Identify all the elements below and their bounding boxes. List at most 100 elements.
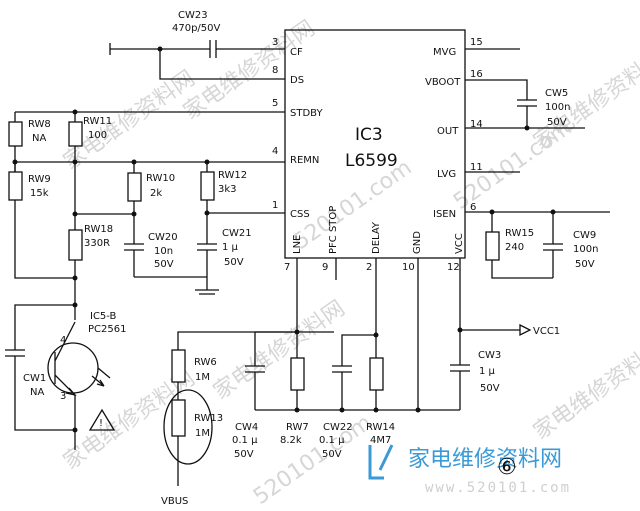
rw12-value: 3k3 bbox=[218, 184, 237, 195]
cw4-voltage: 50V bbox=[234, 449, 254, 460]
watermark-text: 520101.com bbox=[249, 410, 376, 510]
rw11-ref: RW11 bbox=[83, 116, 112, 127]
pin-name-gnd: GND bbox=[412, 231, 423, 254]
pin-number: 4 bbox=[272, 146, 278, 157]
vcc1-label: VCC1 bbox=[533, 326, 560, 337]
rw11-value: 100 bbox=[88, 130, 107, 141]
pin-name-stdby: STDBY bbox=[290, 108, 323, 119]
cw4-value: 0.1 μ bbox=[232, 435, 258, 446]
rw12-resistor bbox=[200, 171, 215, 201]
pin-number: 8 bbox=[272, 65, 278, 76]
ic5-transistor bbox=[54, 321, 76, 430]
pin-number: 3 bbox=[272, 37, 278, 48]
cw20-value: 10n bbox=[154, 246, 173, 257]
cw23-ref: CW23 bbox=[178, 10, 208, 21]
cw23-value: 470p/50V bbox=[172, 23, 221, 34]
cw5-ref: CW5 bbox=[545, 88, 568, 99]
pin-name-lne: LNE bbox=[292, 235, 303, 254]
pin-number: 16 bbox=[470, 69, 483, 80]
cw1-value: NA bbox=[30, 387, 44, 398]
cw5-capacitor bbox=[465, 79, 537, 128]
cw1-ref: CW1 bbox=[23, 373, 46, 384]
cw3-capacitor bbox=[450, 330, 470, 410]
rw18-resistor bbox=[68, 229, 83, 261]
watermark-text: 家电维修资料网 bbox=[529, 336, 640, 445]
light-arrows-icon bbox=[91, 367, 111, 387]
cw5-voltage: 50V bbox=[547, 117, 567, 128]
rw9-resistor bbox=[8, 171, 23, 201]
cw3-voltage: 50V bbox=[480, 383, 500, 394]
rw11-resistor bbox=[68, 121, 83, 147]
logo-url: www.520101.com bbox=[425, 480, 571, 496]
rw15-resistor bbox=[485, 231, 500, 261]
pin-name-cf: CF bbox=[290, 47, 303, 58]
figure-number: ⑥ bbox=[497, 455, 517, 480]
pin-name-out: OUT bbox=[437, 126, 459, 137]
rw10-resistor bbox=[127, 172, 142, 202]
pin-name-remn: REMN bbox=[290, 155, 319, 166]
warning-mark: ! bbox=[99, 418, 103, 429]
emitter-arrow bbox=[65, 387, 77, 397]
rw7-resistor bbox=[290, 357, 305, 391]
rw10-value: 2k bbox=[150, 188, 162, 199]
vbus-label: VBUS bbox=[161, 496, 188, 507]
cw3-ref: CW3 bbox=[478, 350, 501, 361]
cw4-capacitor bbox=[245, 331, 334, 410]
rw9-ref: RW9 bbox=[28, 174, 51, 185]
rw15-value: 240 bbox=[505, 242, 524, 253]
cw4-ref: CW4 bbox=[235, 422, 258, 433]
pin-number: 9 bbox=[322, 262, 328, 273]
rw14-ref: RW14 bbox=[366, 422, 395, 433]
cw9-value: 100n bbox=[573, 244, 598, 255]
watermark-text: 家电维修资料网 bbox=[59, 66, 200, 175]
rw15-ref: RW15 bbox=[505, 228, 534, 239]
site-logo: 家电维修资料网 www.520101.com bbox=[368, 444, 571, 496]
pin-number: 5 bbox=[272, 98, 278, 109]
pin-number: 15 bbox=[470, 37, 483, 48]
ic3-body bbox=[284, 29, 466, 259]
ic5-pin: 3 bbox=[60, 391, 66, 402]
rw12-ref: RW12 bbox=[218, 170, 247, 181]
watermark-text: 家电维修资料网 bbox=[209, 296, 350, 405]
rw18-value: 330R bbox=[84, 238, 110, 249]
wire bbox=[14, 200, 75, 279]
wire bbox=[491, 260, 553, 279]
ic5-pin: 4 bbox=[60, 335, 66, 346]
cw22-capacitor bbox=[332, 258, 377, 410]
vcc1-arrow bbox=[519, 323, 532, 337]
rw14-value: 4M7 bbox=[370, 435, 391, 446]
warning-icon bbox=[88, 408, 116, 431]
pin-name-lvg: LVG bbox=[437, 169, 456, 180]
highlight-ellipse bbox=[163, 389, 213, 465]
pin-name-delay: DELAY bbox=[371, 221, 382, 254]
pin-number: 7 bbox=[284, 262, 290, 273]
pin-name-mvg: MVG bbox=[433, 47, 456, 58]
ground-symbol bbox=[195, 289, 219, 295]
rw7-value: 8.2k bbox=[280, 435, 302, 446]
rw13-ref: RW13 bbox=[194, 413, 223, 424]
wire bbox=[159, 49, 285, 80]
cw21-voltage: 50V bbox=[224, 257, 244, 268]
rw18-ref: RW18 bbox=[84, 224, 113, 235]
ic5-ref: IC5-B bbox=[90, 311, 117, 322]
cw21-ref: CW21 bbox=[222, 228, 252, 239]
pin-name-css: CSS bbox=[290, 209, 310, 220]
pin-number: 2 bbox=[366, 262, 372, 273]
pin-number: 12 bbox=[447, 262, 460, 273]
rw8-ref: RW8 bbox=[28, 119, 51, 130]
cw22-ref: CW22 bbox=[323, 422, 353, 433]
rw9-value: 15k bbox=[30, 188, 49, 199]
cw20-ref: CW20 bbox=[148, 232, 178, 243]
cw9-ref: CW9 bbox=[573, 230, 596, 241]
pin-name-vboot: VBOOT bbox=[425, 77, 461, 88]
pin-number: 1 bbox=[272, 200, 278, 211]
ic-part-label: L6599 bbox=[345, 151, 398, 171]
rw10-ref: RW10 bbox=[146, 173, 175, 184]
cw20-capacitor bbox=[124, 214, 144, 277]
rw8-resistor bbox=[8, 121, 23, 147]
rw13-value: 1M bbox=[195, 428, 210, 439]
pin-name-pfc-stop: PFC STOP bbox=[328, 206, 339, 254]
cw9-voltage: 50V bbox=[575, 259, 595, 270]
cw22-voltage: 50V bbox=[322, 449, 342, 460]
pin-name-isen: ISEN bbox=[433, 209, 456, 220]
